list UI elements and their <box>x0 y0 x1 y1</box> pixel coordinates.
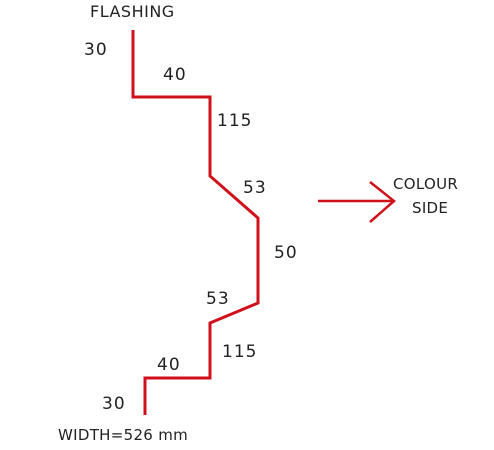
segment-label: 40 <box>163 65 187 85</box>
segment-label: 115 <box>222 342 257 362</box>
colour-side-label-line2: SIDE <box>412 199 448 217</box>
segment-label: 115 <box>217 111 252 131</box>
segment-label: 53 <box>243 178 267 198</box>
diagram-title: FLASHING <box>90 2 175 21</box>
segment-label: 53 <box>206 289 230 309</box>
segment-label: 30 <box>102 394 126 414</box>
width-label: WIDTH=526 mm <box>58 426 188 444</box>
flashing-profile <box>131 30 260 415</box>
segment-label: 50 <box>274 243 298 263</box>
arrow-right-icon <box>318 181 396 223</box>
segment-label: 30 <box>84 40 108 60</box>
segment-label: 40 <box>157 355 181 375</box>
colour-side-label-line1: COLOUR <box>393 175 458 193</box>
